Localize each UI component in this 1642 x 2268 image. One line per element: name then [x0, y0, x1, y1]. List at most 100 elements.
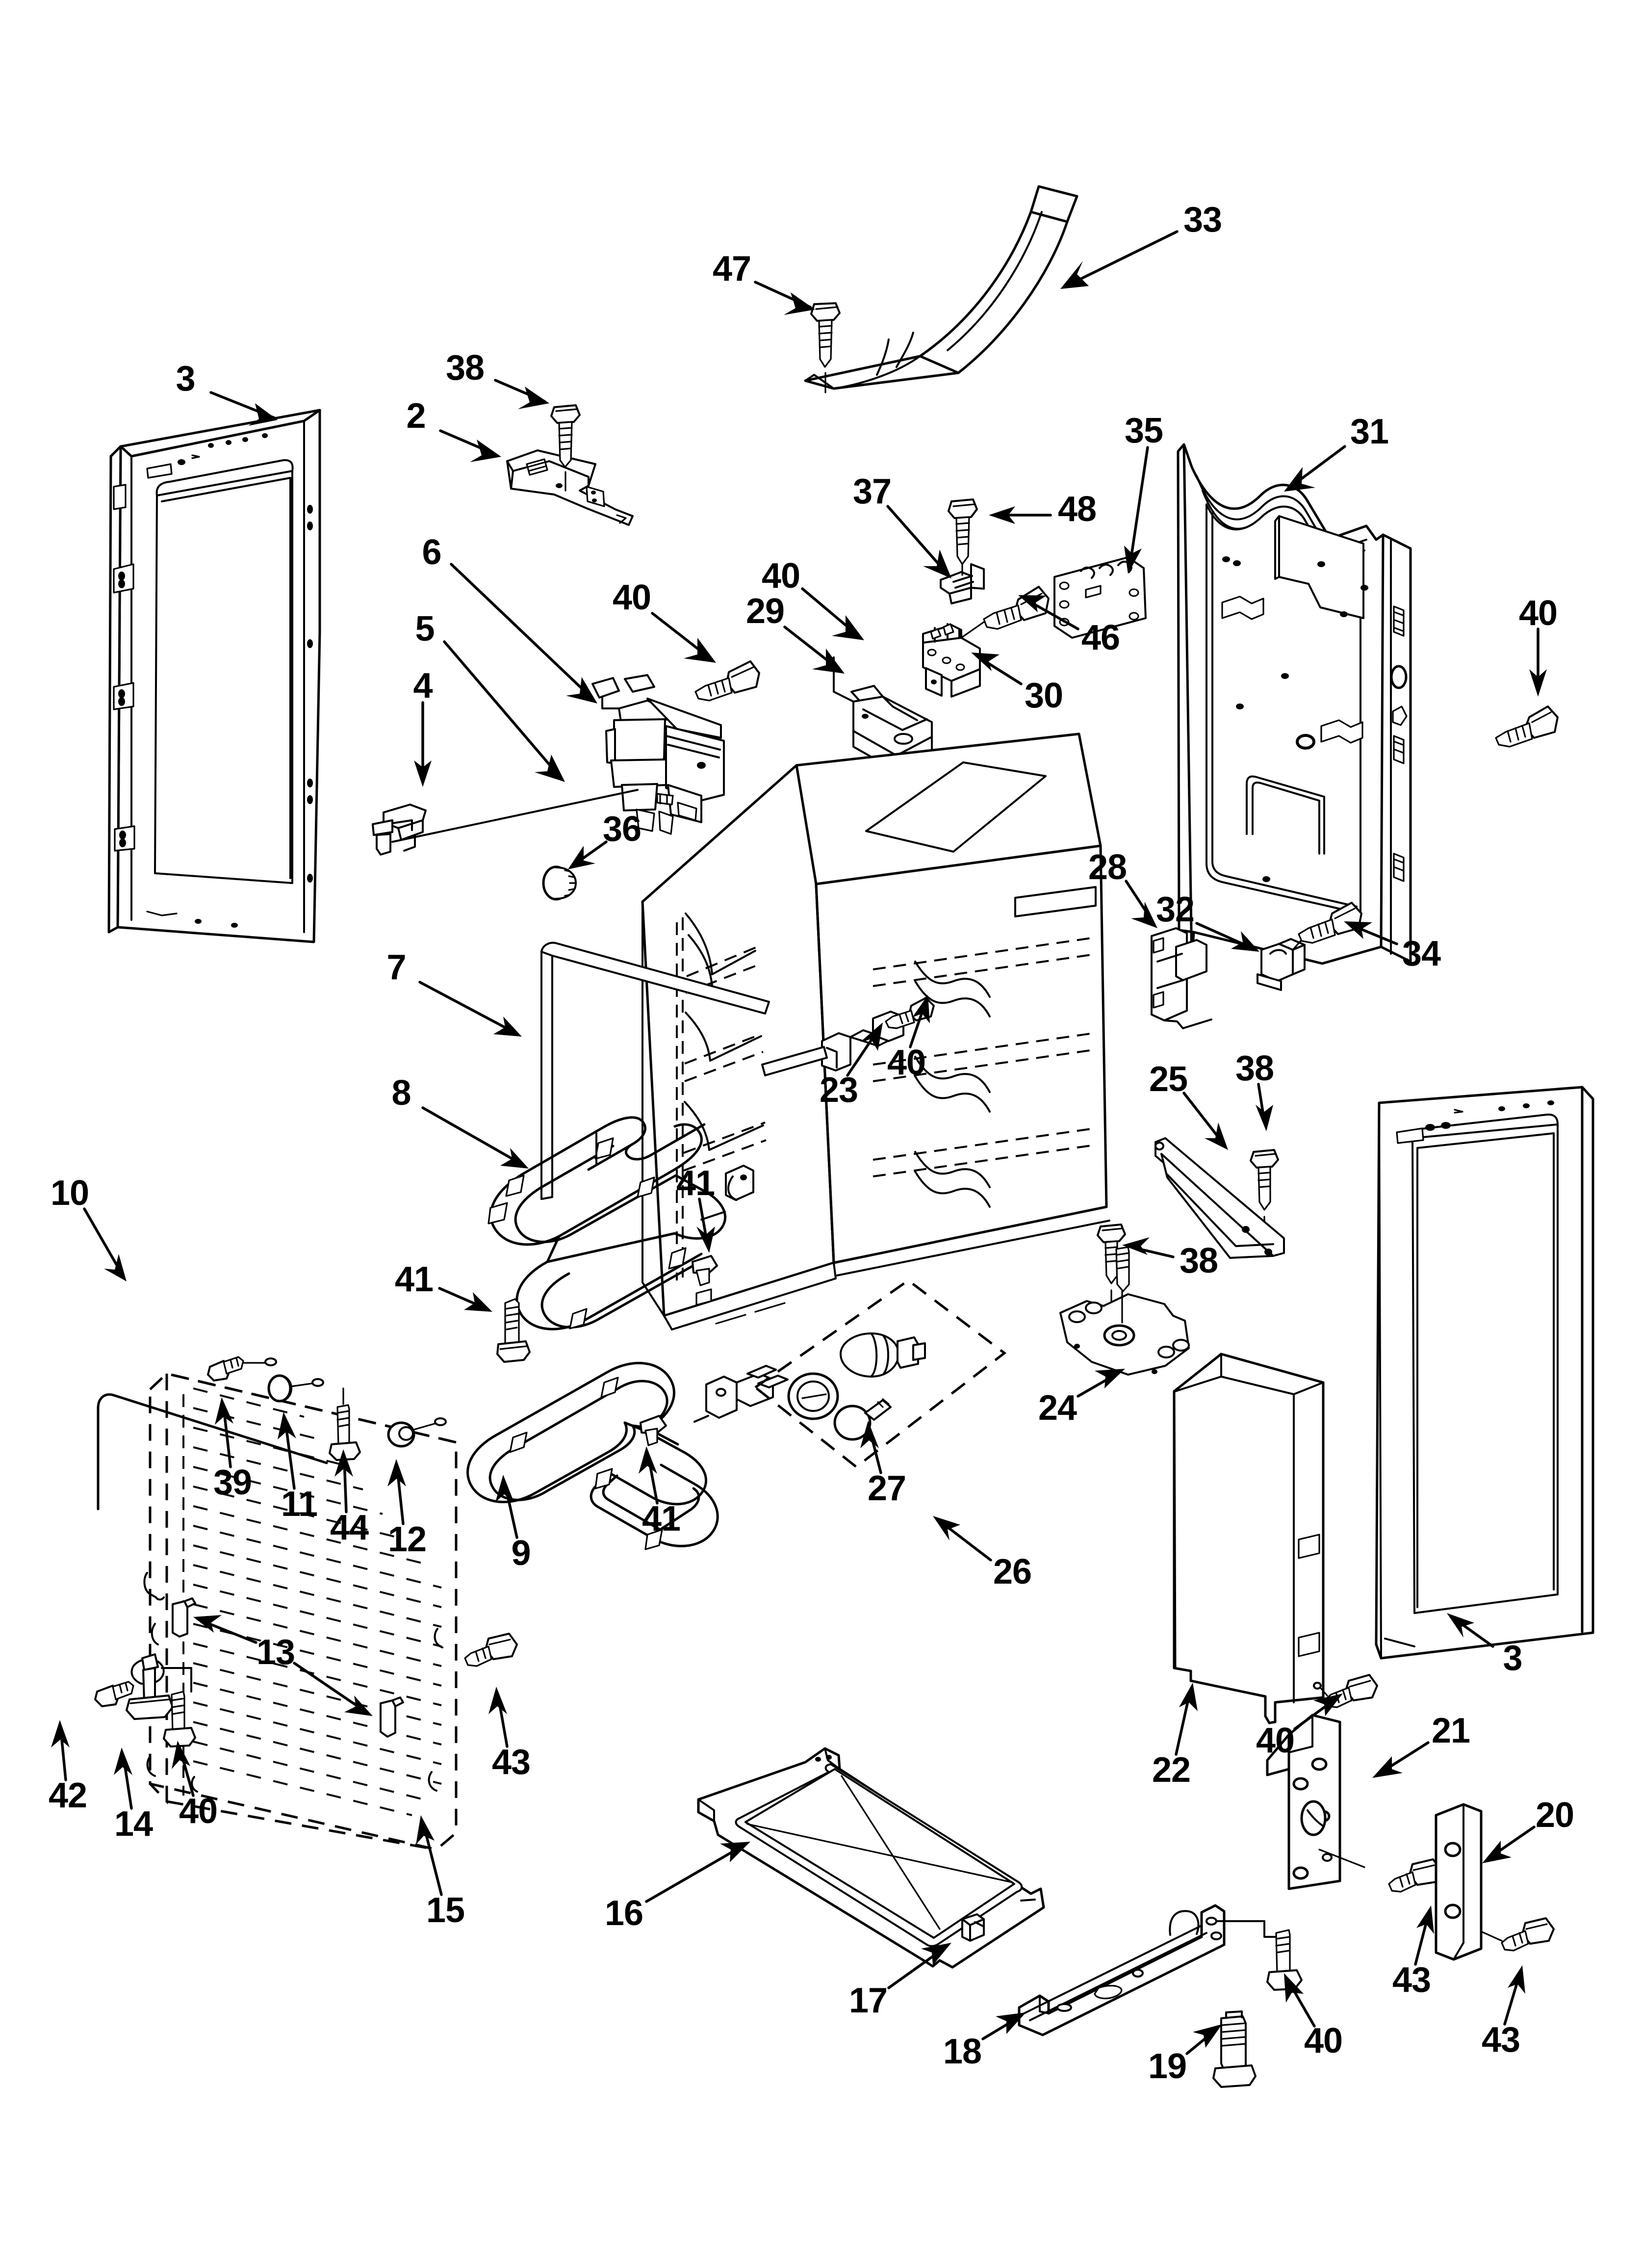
callout-41-a[interactable]: 41 — [676, 1164, 715, 1203]
callout-13[interactable]: 13 — [256, 1633, 295, 1672]
oven-cavity-body — [641, 732, 1110, 1330]
part-door-liner-right — [1375, 1086, 1594, 1660]
part-screw-46 — [960, 586, 1050, 639]
callout-18[interactable]: 18 — [943, 2032, 982, 2071]
part-screw-47 — [810, 302, 841, 393]
part-screw-42 — [94, 1681, 134, 1707]
part-terminal-block-28 — [1151, 927, 1212, 1029]
part-door-gasket-10 — [97, 1393, 328, 1511]
part-rear-panel-31 — [1177, 443, 1412, 965]
part-side-brace-25 — [1155, 1137, 1285, 1259]
callout-3-right[interactable]: 3 — [1503, 1639, 1522, 1678]
callout-15[interactable]: 15 — [426, 1891, 465, 1930]
callout-39[interactable]: 39 — [213, 1463, 252, 1502]
callout-40-b[interactable]: 40 — [761, 556, 800, 596]
part-side-panel-22 — [1173, 1353, 1325, 1724]
callout-32[interactable]: 32 — [1155, 890, 1195, 929]
callout-27[interactable]: 27 — [867, 1469, 906, 1508]
callout-9[interactable]: 9 — [511, 1534, 531, 1573]
part-broiler-pan-16 — [697, 1747, 1045, 1969]
callout-40-a[interactable]: 40 — [612, 578, 651, 617]
part-spacer-11 — [267, 1374, 324, 1403]
leader-lines — [51, 230, 1547, 2055]
callout-7[interactable]: 7 — [386, 948, 406, 987]
callout-23[interactable]: 23 — [819, 1070, 858, 1110]
callout-36[interactable]: 36 — [602, 809, 641, 849]
callout-21[interactable]: 21 — [1431, 1711, 1470, 1750]
part-oven-lamp-assembly-26 — [753, 1278, 1007, 1469]
callout-37[interactable]: 37 — [852, 472, 892, 511]
callout-33[interactable]: 33 — [1183, 200, 1222, 239]
part-leveling-screw-19 — [1212, 2010, 1257, 2088]
part-grommet-12 — [387, 1417, 447, 1448]
callout-3-left[interactable]: 3 — [176, 359, 195, 398]
callout-8[interactable]: 8 — [391, 1073, 411, 1113]
part-screw-40e — [161, 1667, 196, 1747]
callout-40-g[interactable]: 40 — [1256, 1721, 1295, 1760]
part-screw-43a — [464, 1633, 518, 1667]
callout-17[interactable]: 17 — [848, 1981, 888, 2020]
callout-11[interactable]: 11 — [281, 1485, 318, 1524]
part-lamp-lens-27 — [787, 1332, 926, 1441]
part-hinge-bracket-21 — [1266, 1714, 1365, 1890]
part-screw-41b — [496, 1298, 531, 1363]
part-tube-5 — [391, 789, 639, 843]
callout-34[interactable]: 34 — [1402, 934, 1441, 973]
callout-38-c[interactable]: 38 — [1179, 1241, 1218, 1280]
callout-10[interactable]: 10 — [50, 1173, 89, 1213]
callout-43-c[interactable]: 43 — [1481, 2020, 1520, 2059]
callout-40-e[interactable]: 40 — [179, 1792, 218, 1831]
callout-46[interactable]: 46 — [1081, 618, 1120, 657]
callout-2[interactable]: 2 — [406, 396, 426, 436]
callout-24[interactable]: 24 — [1038, 1388, 1077, 1428]
part-handle-33 — [804, 185, 1078, 390]
callout-41-b[interactable]: 41 — [394, 1260, 434, 1299]
part-seal-rod-7 — [540, 941, 770, 1200]
callout-43-a[interactable]: 43 — [491, 1743, 531, 1782]
callout-6[interactable]: 6 — [422, 533, 441, 572]
callout-42[interactable]: 42 — [48, 1776, 87, 1815]
part-bracket-2 — [506, 449, 634, 526]
part-screw-38d — [1115, 1246, 1130, 1292]
part-plug-button-36 — [542, 865, 577, 901]
callout-41-c[interactable]: 41 — [641, 1499, 681, 1538]
callout-48[interactable]: 48 — [1057, 490, 1097, 529]
callout-28[interactable]: 28 — [1088, 848, 1127, 887]
callout-35[interactable]: 35 — [1124, 411, 1163, 450]
part-screw-41a — [692, 1255, 718, 1286]
callout-22[interactable]: 22 — [1152, 1750, 1191, 1790]
callout-26[interactable]: 26 — [993, 1552, 1032, 1591]
callout-44[interactable]: 44 — [330, 1508, 369, 1547]
callout-5[interactable]: 5 — [415, 609, 435, 649]
part-door-liner-left — [107, 409, 321, 943]
callout-43-b[interactable]: 43 — [1392, 1960, 1431, 2000]
callout-29[interactable]: 29 — [745, 592, 785, 631]
callout-40-f[interactable]: 40 — [1304, 2021, 1343, 2060]
part-bake-element-8 — [487, 1116, 754, 1330]
part-screw-38b — [1250, 1149, 1279, 1233]
part-clip-4 — [372, 804, 427, 856]
part-clip-32 — [1257, 938, 1306, 991]
callout-14[interactable]: 14 — [114, 1804, 153, 1844]
callout-40-c[interactable]: 40 — [1518, 594, 1558, 633]
callout-16[interactable]: 16 — [604, 1894, 643, 1933]
part-screw-41c — [640, 1415, 667, 1446]
callout-20[interactable]: 20 — [1535, 1796, 1574, 1835]
part-lamp-bracket-24 — [1059, 1285, 1190, 1376]
part-igniter-bracket-30 — [922, 623, 981, 698]
part-gas-valve-6 — [591, 674, 725, 835]
callout-38-b[interactable]: 38 — [1235, 1049, 1274, 1088]
callout-30[interactable]: 30 — [1024, 676, 1063, 715]
callout-4[interactable]: 4 — [413, 666, 433, 705]
callout-47[interactable]: 47 — [712, 249, 751, 288]
callout-25[interactable]: 25 — [1149, 1060, 1188, 1099]
callout-38-a[interactable]: 38 — [445, 348, 485, 388]
callout-40-d[interactable]: 40 — [887, 1043, 926, 1082]
callout-12[interactable]: 12 — [387, 1520, 427, 1559]
callout-19[interactable]: 19 — [1148, 2047, 1187, 2086]
part-drawer-slide-18 — [1018, 1904, 1226, 2036]
callout-31[interactable]: 31 — [1350, 412, 1389, 451]
part-screw-40a — [694, 660, 760, 702]
